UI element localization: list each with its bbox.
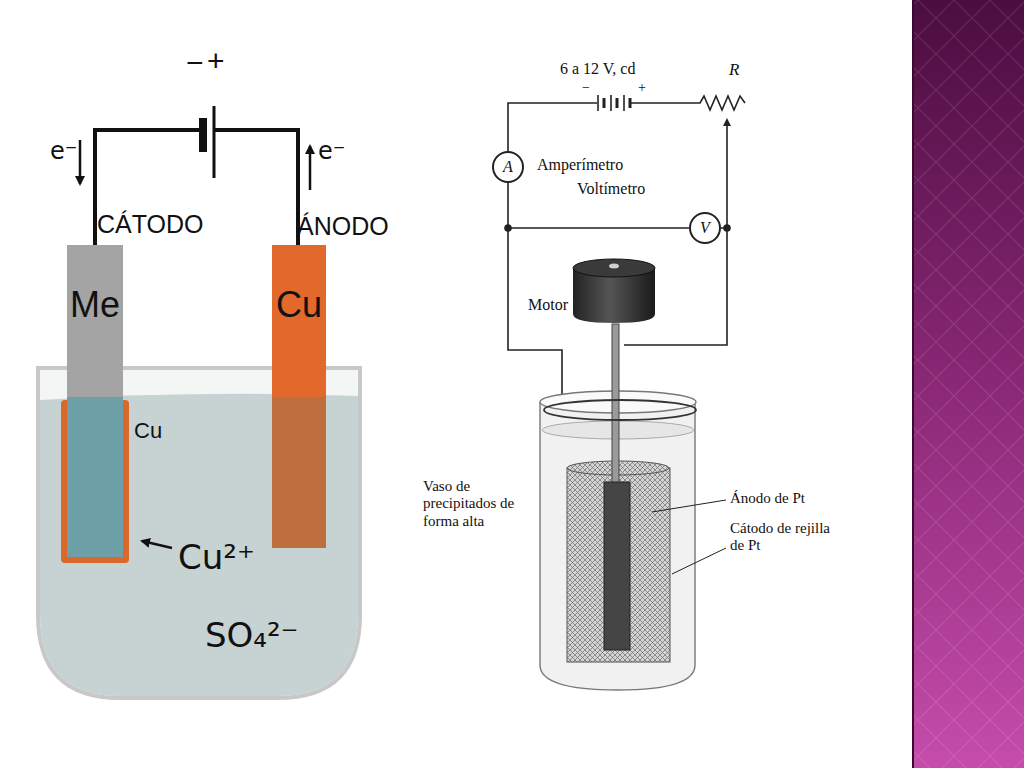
meter-letter: V: [700, 220, 710, 236]
electron-label: e⁻: [318, 138, 345, 166]
polarity-sign: +: [638, 80, 646, 96]
resistor-label: R: [729, 60, 739, 80]
battery-cell: [623, 95, 625, 111]
battery-cell: [603, 98, 606, 108]
wire: [214, 130, 298, 245]
leader-line: [672, 548, 726, 574]
electrode-bar: Me: [67, 245, 123, 557]
electrode-name: ÁNODO: [297, 212, 389, 241]
stirrer-shaft: [612, 324, 619, 484]
polarity-sign: −: [186, 46, 204, 81]
right-apparatus: [505, 95, 745, 690]
band-edge: [912, 0, 914, 768]
motor-top: [573, 259, 655, 277]
battery-plate: [213, 106, 216, 178]
motor-label: Motor: [528, 296, 568, 314]
motor-body: [572, 258, 656, 324]
ion-label: SO₄²⁻: [205, 616, 299, 655]
left-cell: [38, 106, 360, 698]
stirrer-motor: Motor: [572, 258, 656, 324]
ammeter-symbol: AAmperímetro: [492, 151, 524, 183]
battery-plate: [199, 118, 207, 152]
electrode-symbol: Me: [67, 285, 123, 325]
leader-line: [652, 500, 726, 512]
junction-dot: [724, 225, 730, 231]
part-label: Ánodo de Pt: [730, 490, 805, 507]
resistor-symbol: [630, 96, 745, 110]
battery-cell: [610, 95, 612, 111]
battery-cell: [616, 98, 619, 108]
mesh-cathode: [567, 468, 670, 662]
beaker-label: Vaso de precipitados de forma alta: [423, 478, 535, 530]
ion-arrow: [142, 541, 172, 548]
electron-label: e⁻: [50, 138, 77, 166]
electrode-name: CÁTODO: [97, 210, 204, 239]
electron-arrow: [309, 146, 312, 190]
voltmeter-symbol: VVoltímetro: [689, 212, 721, 244]
meter-name: Voltímetro: [577, 180, 645, 198]
part-label: Cátodo de rejilla de Pt: [730, 520, 830, 555]
electrode-bar: Cu: [272, 245, 326, 548]
polarity-sign: −: [582, 80, 590, 96]
wire: [508, 103, 597, 151]
coating-label: Cu: [134, 418, 162, 443]
motor-knob: [609, 264, 619, 269]
meter-letter: A: [503, 159, 513, 175]
battery-cell: [597, 95, 599, 111]
wire-loop: [544, 400, 696, 420]
band-pattern: [914, 0, 1024, 768]
supply-label: 6 a 12 V, cd: [560, 60, 635, 78]
side-band: [914, 0, 1024, 768]
ion-label: Cu²⁺: [178, 538, 255, 577]
wiper-arrow: [726, 120, 728, 228]
electron-arrow: [79, 140, 82, 184]
meter-name: Amperímetro: [537, 156, 623, 174]
anode-strip: [604, 482, 630, 650]
polarity-sign: +: [207, 44, 225, 79]
electrode-symbol: Cu: [272, 285, 326, 325]
